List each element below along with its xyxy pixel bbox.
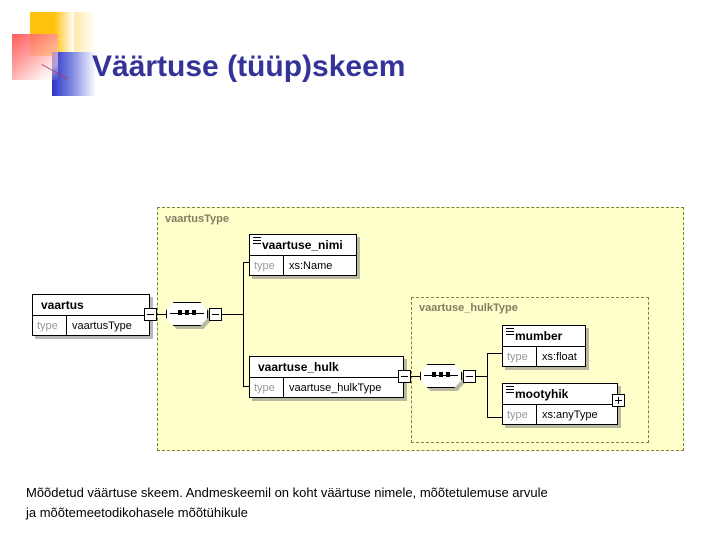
complextype-label-vaartusType: vaartusType [165,213,229,225]
element-node-mumber[interactable]: mumber type xs:float [502,325,586,367]
connector-branch-vertical [243,262,244,386]
sequence-dots [166,310,208,315]
logo-square-red [12,34,58,80]
element-type-row-vaartuse-nimi: type xs:Name [250,255,356,275]
element-name-vaartuse-hulk: vaartuse_hulk [258,360,339,374]
logo-square-blue [52,52,96,96]
expand-toggle-mootyhik[interactable] [612,394,625,407]
type-value-xs-float: xs:float [542,351,577,363]
type-key-label: type [503,405,537,424]
element-icon [253,237,261,244]
collapse-toggle-inner-sequence[interactable] [463,370,476,383]
element-type-row-vaartuse-hulk: type vaartuse_hulkType [250,377,403,397]
connector-line [487,353,502,354]
element-icon [506,328,514,335]
collapse-toggle-root-sequence[interactable] [209,308,222,321]
complextype-container-vaartuse-hulkType [411,297,649,443]
type-value-xs-Name: xs:Name [289,260,333,272]
page-title: Väärtuse (tüüp)skeem [92,50,406,83]
element-name-vaartuse-nimi: vaartuse_nimi [250,235,356,255]
type-value-xs-anyType: xs:anyType [542,409,598,421]
logo-square-yellow-fade [74,12,96,56]
sequence-dots [420,372,462,377]
element-node-mootyhik[interactable]: mootyhik type xs:anyType [502,383,618,425]
connector-line [222,314,244,315]
slide-caption: Mõõdetud väärtuse skeem. Andmeskeemil on… [26,483,696,523]
connector-branch-vertical [487,353,488,417]
connector-line [476,376,488,377]
element-node-vaartus[interactable]: vaartus type vaartusType [32,294,150,336]
element-type-row-vaartus: type vaartusType [33,315,149,335]
type-key-label: type [33,316,67,335]
complextype-label-vaartuse-hulkType: vaartuse_hulkType [419,302,518,314]
collapse-toggle-vaartus[interactable] [144,308,157,321]
caption-line-1: Mõõdetud väärtuse skeem. Andmeskeemil on… [26,485,548,500]
slide-logo [8,8,98,98]
connector-line [411,376,421,377]
type-key-label: type [250,256,284,275]
sequence-compositor-root[interactable] [166,302,211,329]
connector-line [157,314,166,315]
connector-line [487,417,502,418]
element-name-mumber: mumber [503,326,585,346]
collapse-toggle-vaartuse-hulk[interactable] [398,370,411,383]
element-icon [506,386,514,393]
type-key-label: type [250,378,284,397]
element-type-row-mootyhik: type xs:anyType [503,404,617,424]
element-name-mootyhik: mootyhik [503,384,617,404]
type-value-vaartuse-hulkType: vaartuse_hulkType [289,382,382,394]
element-name-vaartus: vaartus [41,298,84,312]
element-node-vaartuse-hulk[interactable]: vaartuse_hulk type vaartuse_hulkType [249,356,404,398]
sequence-compositor-inner[interactable] [420,364,465,391]
caption-line-2: ja mõõtemeetodikohasele mõõtühikule [26,505,248,520]
element-node-vaartuse-nimi[interactable]: vaartuse_nimi type xs:Name [249,234,357,276]
type-value-vaartusType: vaartusType [72,320,132,332]
element-type-row-mumber: type xs:float [503,346,585,366]
type-key-label: type [503,347,537,366]
